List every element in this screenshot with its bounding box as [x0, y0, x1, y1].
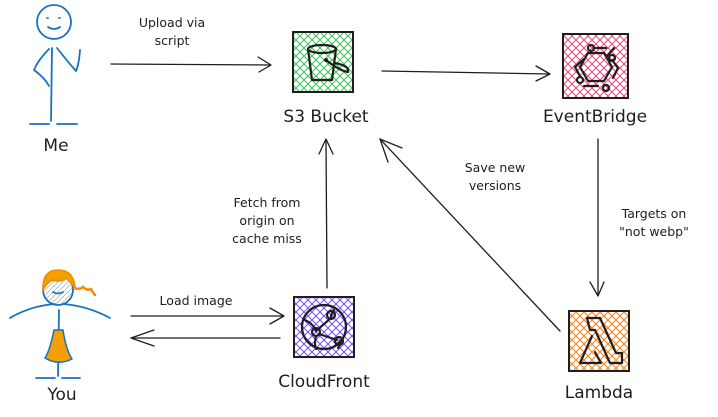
- arrowhead-icon: [535, 65, 551, 82]
- actor-me-label: Me: [43, 136, 68, 156]
- bucket-icon: [306, 43, 350, 82]
- save-label-line2: versions: [469, 178, 521, 193]
- targets-label-line1: Targets on: [621, 206, 687, 221]
- edge-load-image-you-cloudfront: Load image: [130, 293, 285, 347]
- service-lambda[interactable]: Lambda: [565, 310, 633, 403]
- actor-me[interactable]: Me: [29, 4, 81, 156]
- upload-label-line1: Upload via: [139, 15, 205, 30]
- cloudfront-label: CloudFront: [278, 372, 370, 392]
- lambda-icon: [578, 316, 624, 365]
- eventbridge-hexagon-icon: [573, 43, 620, 93]
- edge-s3-to-eventbridge: [381, 65, 551, 82]
- actor-you[interactable]: You: [9, 269, 111, 405]
- load-label: Load image: [160, 293, 233, 308]
- arrowhead-icon: [269, 307, 285, 325]
- save-label-line1: Save new: [465, 160, 526, 175]
- arrowhead-icon: [318, 138, 334, 155]
- eventbridge-box: [562, 33, 629, 99]
- s3-label: S3 Bucket: [283, 107, 368, 127]
- edge-save-lambda-to-s3: Save new versions: [379, 138, 561, 332]
- service-cloudfront[interactable]: CloudFront: [278, 296, 370, 392]
- arrow-line: [110, 63, 271, 66]
- targets-label-line2: "not webp": [619, 224, 689, 239]
- globe-network-icon: [300, 303, 348, 351]
- arrow-line: [381, 70, 550, 75]
- service-s3-bucket[interactable]: S3 Bucket: [283, 31, 369, 127]
- cloudfront-box: [293, 296, 355, 358]
- arrowhead-icon: [130, 329, 155, 347]
- edge-fetch-cloudfront-to-s3: Fetch from origin on cache miss: [232, 138, 334, 289]
- fetch-label-line2: origin on: [239, 213, 294, 228]
- s3-box: [292, 31, 354, 93]
- actor-you-label: You: [46, 385, 76, 405]
- eventbridge-label: EventBridge: [543, 107, 647, 127]
- edge-upload-me-to-s3: Upload via script: [110, 15, 272, 73]
- arrowhead-icon: [257, 56, 272, 73]
- service-eventbridge[interactable]: EventBridge: [543, 33, 647, 127]
- edge-eventbridge-to-lambda: Targets on "not webp": [589, 138, 689, 297]
- stick-figure-you-icon: [9, 269, 111, 379]
- fetch-label-line1: Fetch from: [234, 195, 301, 210]
- fetch-label-line3: cache miss: [232, 231, 302, 246]
- upload-label-line2: script: [155, 33, 190, 48]
- arrowhead-icon: [379, 138, 403, 163]
- stick-figure-me-icon: [29, 4, 81, 125]
- arrow-line: [325, 139, 328, 289]
- arrow-line: [379, 138, 561, 332]
- lambda-label: Lambda: [565, 383, 633, 403]
- arrowhead-icon: [589, 281, 605, 297]
